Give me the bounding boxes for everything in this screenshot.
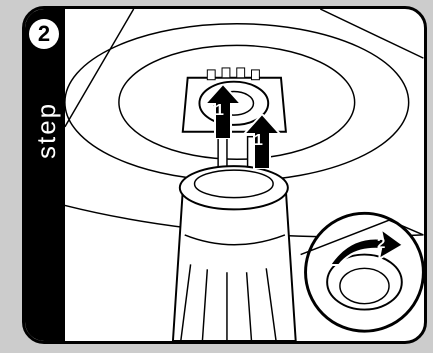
arrow-label: 1 xyxy=(215,102,224,120)
lamp-installation-illustration xyxy=(25,9,424,341)
step-label: step xyxy=(31,102,62,159)
step-band: 2 step xyxy=(25,9,65,341)
step-number-badge: 2 xyxy=(29,19,59,49)
rotate-arrow-icon xyxy=(325,227,405,267)
arrow-label: 1 xyxy=(254,132,263,150)
arrow-label: 2 xyxy=(377,235,385,252)
instruction-panel: 1 1 2 2 step xyxy=(22,6,427,344)
